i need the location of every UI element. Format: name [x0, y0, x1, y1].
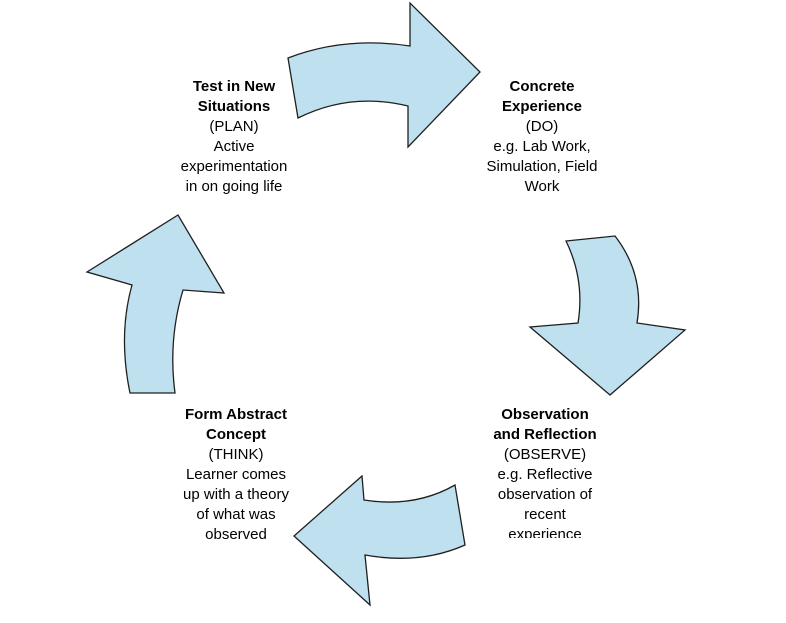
arrow-do-to-observe	[528, 235, 687, 396]
stage-title: and Reflection	[493, 426, 597, 443]
stage-mode: (PLAN)	[209, 118, 259, 135]
stage-mode: (OBSERVE)	[503, 446, 587, 463]
stage-observe-observation-and-reflection: Observation and Reflection (OBSERVE) e.g…	[453, 405, 637, 538]
stage-title: Concept	[206, 426, 266, 443]
stage-description: of what was	[196, 506, 276, 523]
stage-title: Experience	[501, 98, 583, 115]
stage-title: Situations	[197, 98, 271, 115]
stage-description: observation of	[497, 486, 593, 503]
stage-title: Concrete	[509, 78, 575, 95]
stage-title: Test in New	[192, 78, 276, 95]
stage-title: Observation	[501, 406, 589, 423]
stage-description: in on going life	[185, 178, 283, 195]
arrow-plan-to-do	[287, 1, 481, 149]
stage-description: e.g. Lab Work,	[493, 138, 591, 155]
stage-description: Active	[213, 138, 255, 155]
stage-description: Simulation, Field	[486, 158, 598, 175]
stage-description: recent	[524, 506, 566, 523]
stage-title: Form Abstract	[185, 406, 287, 423]
stage-description: e.g. Reflective	[497, 466, 593, 483]
stage-think-form-abstract-concept: Form Abstract Concept (THINK) Learner co…	[146, 405, 326, 545]
arrow-think-to-plan	[85, 214, 226, 394]
stage-description: Learner comes	[185, 466, 287, 483]
stage-description: observed	[205, 526, 267, 543]
stage-description: experience	[508, 526, 582, 538]
stage-plan-test-in-new-situations: Test in New Situations (PLAN) Active exp…	[148, 77, 320, 197]
stage-mode: (DO)	[525, 118, 559, 135]
stage-description: Work	[524, 178, 560, 195]
stage-description: up with a theory	[183, 486, 289, 503]
stage-do-concrete-experience: Concrete Experience (DO) e.g. Lab Work, …	[452, 77, 632, 197]
stage-mode: (THINK)	[208, 446, 264, 463]
stage-description: experimentation	[180, 158, 288, 175]
arrow-observe-to-think	[293, 474, 466, 607]
